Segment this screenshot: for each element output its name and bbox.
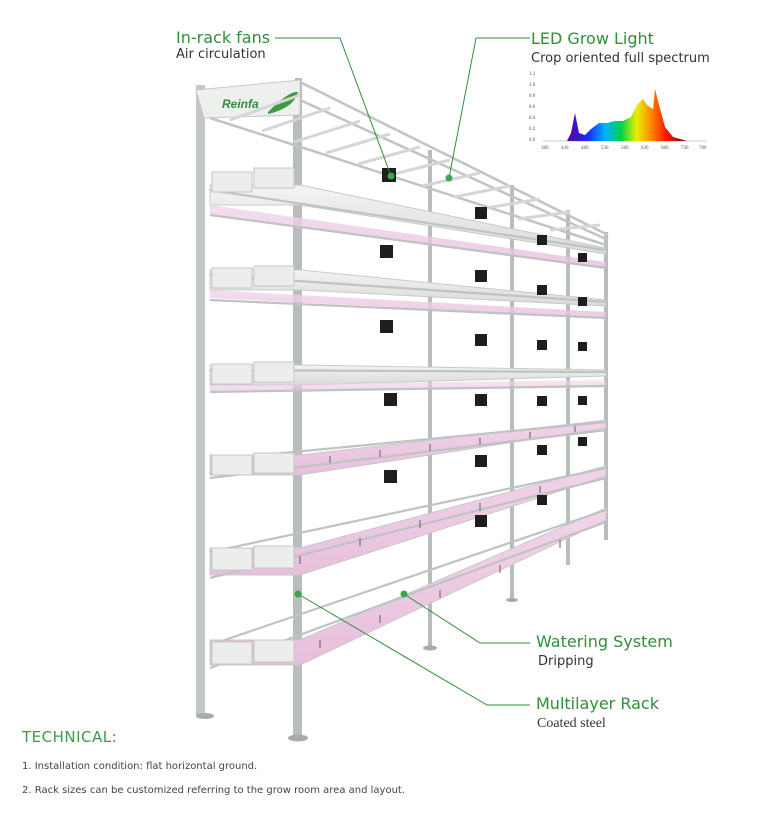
fans-callout-title: In-rack fans: [176, 28, 271, 47]
x-tick: 730: [681, 146, 689, 151]
x-tick: 780: [699, 146, 707, 151]
light-callout-title: LED Grow Light: [531, 29, 654, 48]
callout-dots: [294, 172, 453, 598]
brand-logo: Reinfa: [222, 97, 259, 111]
top-light-bars: [229, 93, 601, 232]
x-tick: 480: [581, 146, 589, 151]
y-tick: 0.4: [529, 116, 536, 121]
x-tick: 380: [541, 146, 549, 151]
fans: [380, 168, 587, 527]
x-tick: 430: [561, 146, 569, 151]
technical-title: TECHNICAL:: [22, 728, 118, 746]
spectrum-chart: 1.2 1.0 0.8 0.6 0.4 0.2 0.0 380 430 480 …: [529, 72, 707, 151]
watering-callout-subtitle: Dripping: [538, 654, 594, 669]
y-tick: 0.0: [529, 138, 536, 143]
spectrum-curve: [567, 89, 687, 141]
technical-line: 1. Installation condition: flat horizont…: [22, 761, 258, 772]
light-callout-subtitle: Crop oriented full spectrum: [531, 51, 710, 66]
technical-line: 2. Rack sizes can be customized referrin…: [22, 785, 406, 796]
x-tick: 580: [621, 146, 629, 151]
end-frame: Reinfa: [195, 78, 518, 742]
shelves: [209, 184, 607, 666]
y-tick: 0.6: [529, 105, 536, 110]
rack-callout-title: Multilayer Rack: [536, 694, 659, 713]
fans-callout-subtitle: Air circulation: [176, 47, 266, 62]
y-tick: 1.0: [529, 83, 536, 88]
y-tick: 0.2: [529, 127, 536, 132]
x-tick: 680: [661, 146, 669, 151]
y-tick: 0.8: [529, 94, 536, 99]
y-tick: 1.2: [529, 72, 536, 77]
watering-callout-title: Watering System: [536, 632, 673, 651]
x-tick: 630: [641, 146, 649, 151]
callout-lines: [275, 37, 530, 706]
rack-callout-subtitle: Coated steel: [537, 716, 606, 731]
tray-ends: [211, 167, 295, 665]
x-tick: 530: [601, 146, 609, 151]
